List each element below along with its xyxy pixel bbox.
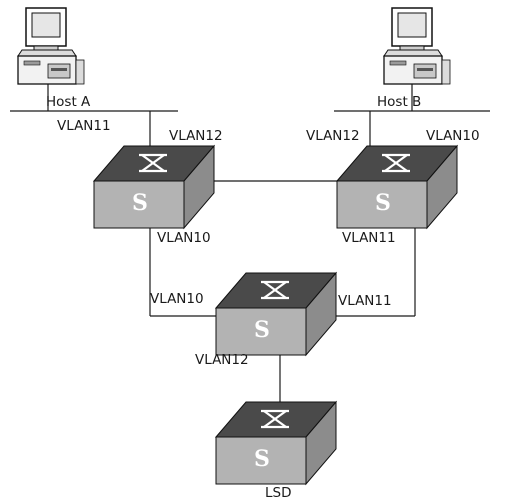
vlan-label-host-a: VLAN11: [57, 118, 111, 134]
lsd-label: LSD: [265, 485, 292, 501]
switch-a: S: [92, 144, 216, 230]
host-b-computer-icon: [383, 7, 451, 85]
switch-a-icon: [92, 144, 216, 230]
vlan-label-switch-c-left: VLAN10: [150, 291, 204, 307]
vlan-label-switch-c-down: VLAN12: [195, 352, 249, 368]
switch-c-symbol: S: [254, 317, 270, 343]
vlan-label-switch-b-down: VLAN11: [342, 230, 396, 246]
host-b-label: Host B: [377, 94, 421, 110]
switch-c-icon: [214, 271, 338, 357]
switch-b: S: [335, 144, 459, 230]
vlan-label-switch-a-up: VLAN12: [169, 128, 223, 144]
vlan-label-switch-b-left: VLAN12: [306, 128, 360, 144]
switch-b-icon: [335, 144, 459, 230]
switch-a-symbol: S: [132, 190, 148, 216]
switch-b-symbol: S: [375, 190, 391, 216]
vlan-label-switch-b-right: VLAN10: [426, 128, 480, 144]
host-a-computer-icon: [17, 7, 85, 85]
switch-lsd-icon: [214, 400, 338, 486]
host-a-label: Host A: [46, 94, 91, 110]
switch-c: S: [214, 271, 338, 357]
switch-lsd-symbol: S: [254, 446, 270, 472]
vlan-label-switch-a-down: VLAN10: [157, 230, 211, 246]
switch-lsd: S: [214, 400, 338, 486]
vlan-label-switch-c-right: VLAN11: [338, 293, 392, 309]
links: [10, 82, 490, 408]
